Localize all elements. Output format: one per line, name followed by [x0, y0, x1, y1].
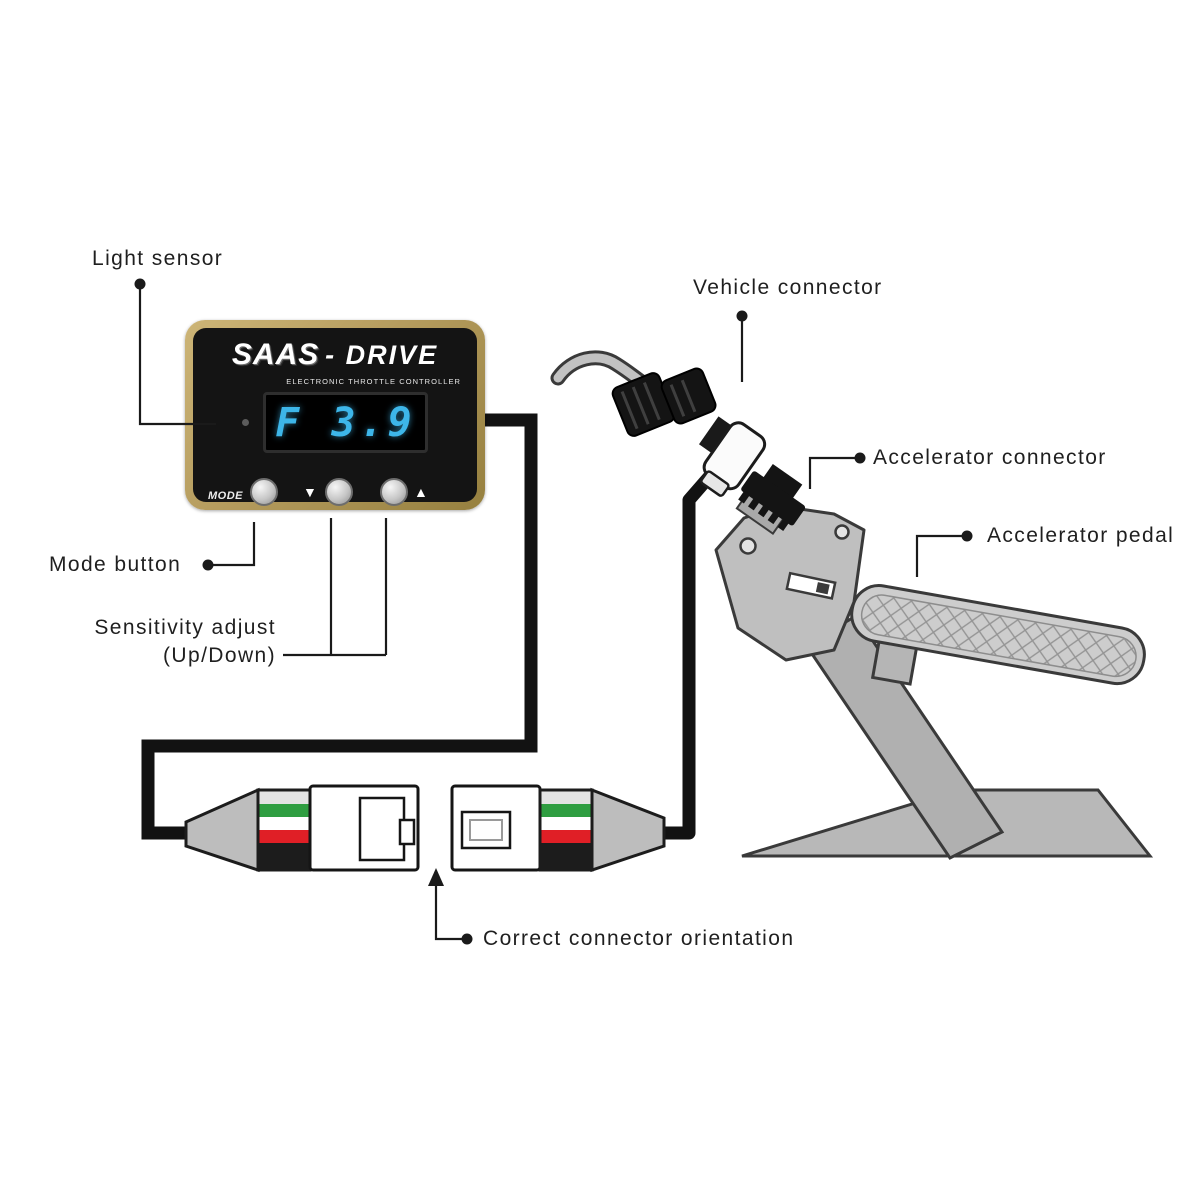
leader-dot: [202, 559, 214, 571]
label-accelerator-connector: Accelerator connector: [873, 446, 1107, 469]
leader-dot: [461, 933, 473, 945]
leader-dot: [134, 278, 146, 290]
right-connector-housing: [450, 784, 542, 872]
left-wire-stripes: [256, 788, 312, 872]
led-display: F 3.9: [263, 392, 428, 453]
accelerator-connector-plug: [735, 463, 806, 535]
vehicle-plug: [611, 367, 717, 437]
right-wire-stripes: [538, 788, 594, 872]
mode-button: [250, 478, 278, 506]
sensitivity-leader: [283, 518, 388, 657]
accelerator-connector-leader: [808, 456, 860, 489]
leader-dot: [736, 310, 748, 322]
light-sensor-leader: [138, 284, 216, 426]
accelerator-pedal-graphic: [714, 504, 1154, 860]
pedal-pad: [850, 584, 1146, 686]
left-connector-graphic: [184, 784, 420, 873]
cable-left-loop: [141, 413, 538, 840]
accelerator-pedal-leader: [915, 534, 967, 577]
inline-coupler: [700, 421, 767, 497]
label-vehicle-connector: Vehicle connector: [693, 276, 883, 299]
plug-neck: [698, 416, 737, 457]
up-arrowhead-icon: [428, 868, 444, 886]
drive-wordmark: - DRIVE: [325, 340, 439, 370]
saas-logo: SAAS: [231, 338, 320, 371]
leader-dot: [961, 530, 973, 542]
device-subtitle: ELECTRONIC THROTTLE CONTROLLER: [286, 377, 461, 386]
label-sensitivity-adjust: Sensitivity adjust (Up/Down): [84, 614, 276, 670]
label-sensitivity-line1: Sensitivity adjust: [94, 616, 276, 639]
display-value: F 3.9: [275, 399, 416, 446]
leader-dot: [854, 452, 866, 464]
sensitivity-down-button: [325, 478, 353, 506]
sensitivity-up-button: [380, 478, 408, 506]
orientation-leader: [434, 884, 467, 941]
left-connector-housing: [308, 784, 420, 872]
label-accelerator-pedal: Accelerator pedal: [987, 524, 1175, 547]
throttle-controller-device: SAAS- DRIVE ELECTRONIC THROTTLE CONTROLL…: [185, 320, 485, 510]
device-faceplate: SAAS- DRIVE ELECTRONIC THROTTLE CONTROLL…: [193, 328, 477, 506]
mode-button-leader: [208, 522, 256, 567]
mode-label: MODE: [208, 490, 243, 502]
pedal-bracket: [714, 504, 866, 662]
light-sensor-dot: [242, 419, 249, 426]
vehicle-connector-graphic: [550, 350, 806, 535]
label-mode-button: Mode button: [49, 553, 182, 576]
up-arrow-icon: ▲: [414, 484, 428, 500]
label-sensitivity-line2: (Up/Down): [163, 644, 276, 667]
label-light-sensor: Light sensor: [92, 247, 224, 270]
label-correct-connector: Correct connector orientation: [483, 927, 795, 950]
down-arrow-icon: ▼: [303, 484, 317, 500]
brand-row: SAAS- DRIVE: [193, 338, 477, 372]
right-cable-boot: [590, 787, 666, 873]
right-connector-graphic: [450, 784, 666, 873]
